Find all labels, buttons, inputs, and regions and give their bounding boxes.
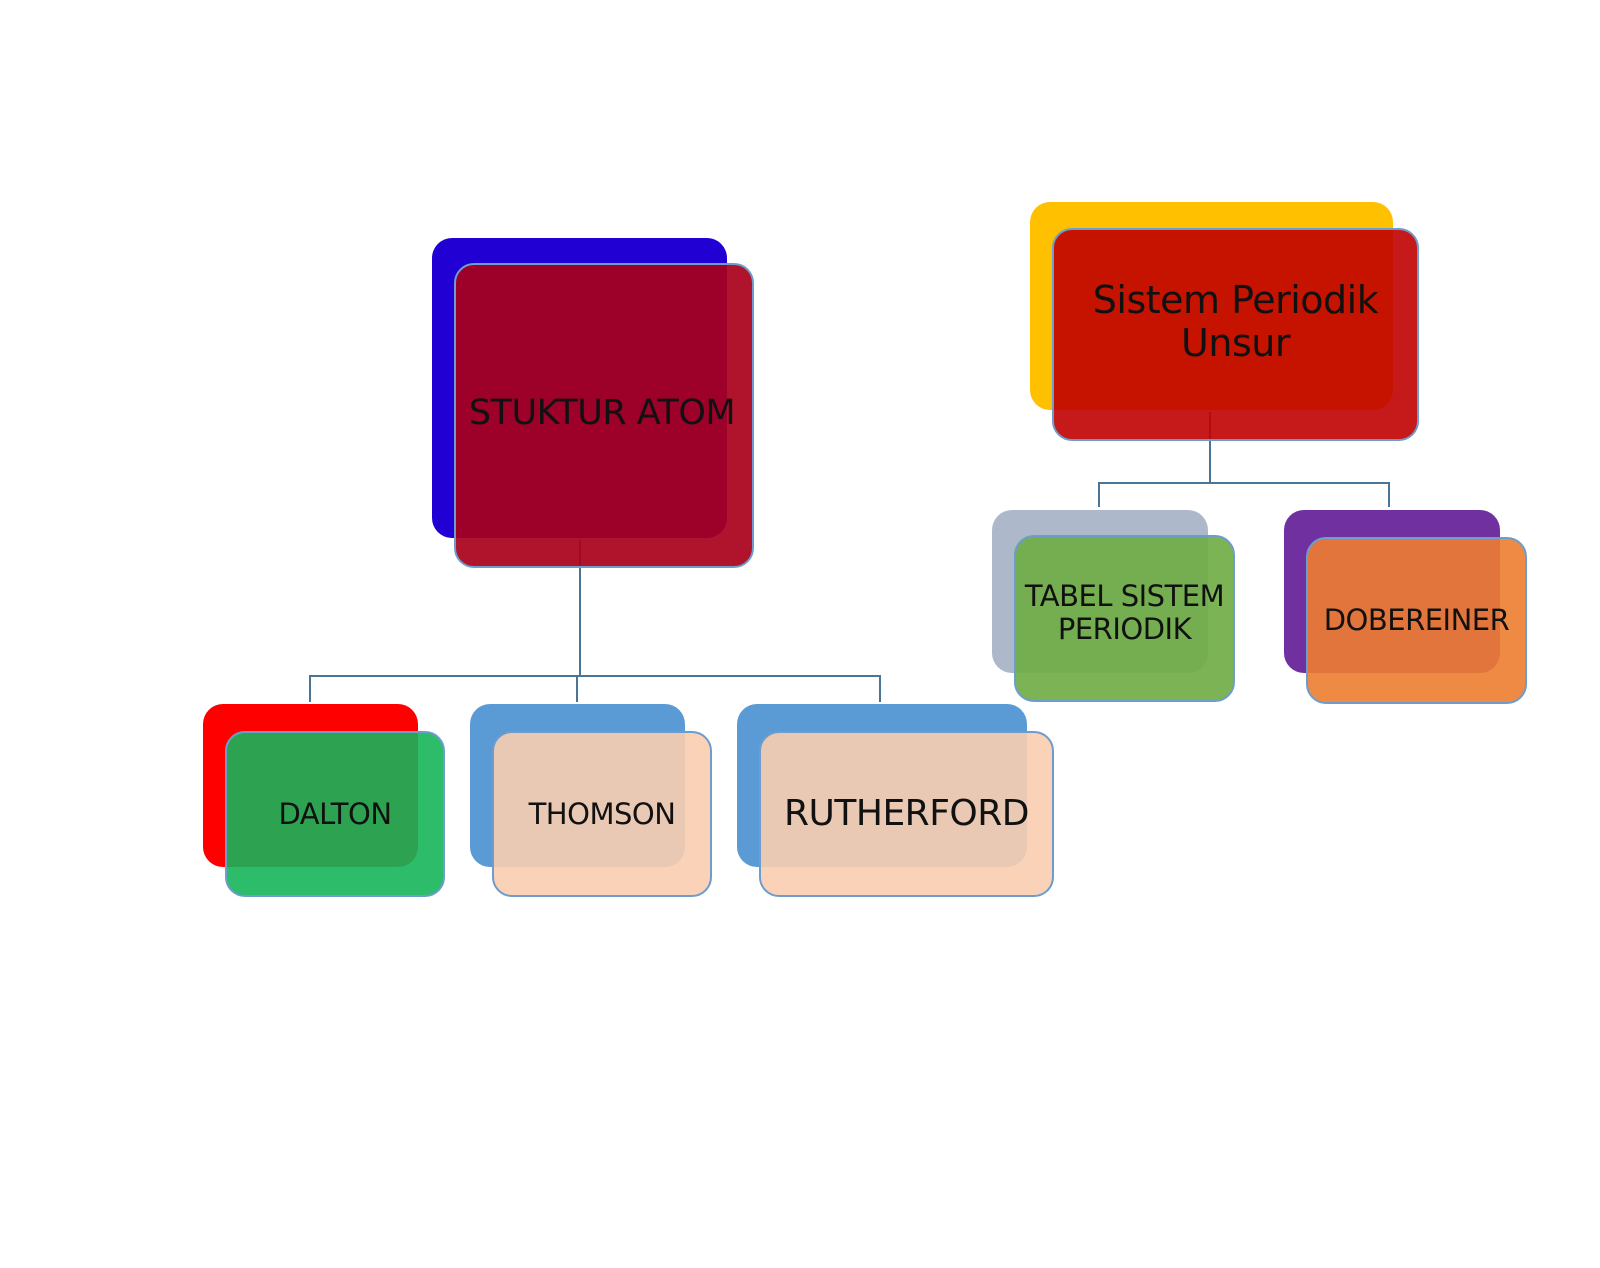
- node-dalton-label: DALTON: [278, 796, 392, 831]
- connector-right-horizontal: [1098, 482, 1390, 484]
- connector-dobereiner: [1388, 482, 1390, 507]
- node-dobereiner: DOBEREINER: [1284, 510, 1527, 704]
- node-rutherford: RUTHERFORD: [737, 704, 1054, 897]
- node-dalton-box: DALTON: [225, 731, 445, 897]
- connector-dalton: [309, 675, 311, 702]
- node-stuktur-atom: STUKTUR ATOM: [432, 238, 754, 568]
- node-tabel-sistem-periodik-label: TABEL SISTEM PERIODIK: [1024, 579, 1225, 646]
- connector-root-left-vertical: [579, 540, 581, 676]
- node-sistem-periodik-unsur: Sistem Periodik Unsur: [1030, 202, 1419, 441]
- node-dalton: DALTON: [203, 704, 445, 897]
- connector-left-horizontal: [309, 675, 881, 677]
- connector-tabel-sistem: [1098, 482, 1100, 507]
- node-dobereiner-box: DOBEREINER: [1306, 537, 1527, 704]
- node-dobereiner-label: DOBEREINER: [1323, 603, 1510, 638]
- node-sistem-periodik-unsur-box: Sistem Periodik Unsur: [1052, 228, 1419, 441]
- node-thomson: THOMSON: [470, 704, 712, 897]
- node-tabel-sistem-periodik: TABEL SISTEM PERIODIK: [992, 510, 1235, 702]
- connector-root-right-vertical: [1209, 412, 1211, 484]
- node-rutherford-label: RUTHERFORD: [784, 792, 1029, 834]
- node-thomson-label: THOMSON: [528, 796, 676, 831]
- connector-thomson: [576, 675, 578, 702]
- connector-rutherford: [879, 675, 881, 702]
- node-rutherford-box: RUTHERFORD: [759, 731, 1054, 897]
- node-stuktur-atom-box: STUKTUR ATOM: [454, 263, 754, 568]
- node-thomson-box: THOMSON: [492, 731, 712, 897]
- node-tabel-sistem-periodik-box: TABEL SISTEM PERIODIK: [1014, 535, 1235, 702]
- node-sistem-periodik-unsur-label: Sistem Periodik Unsur: [1092, 277, 1379, 365]
- node-stuktur-atom-label: STUKTUR ATOM: [468, 392, 736, 433]
